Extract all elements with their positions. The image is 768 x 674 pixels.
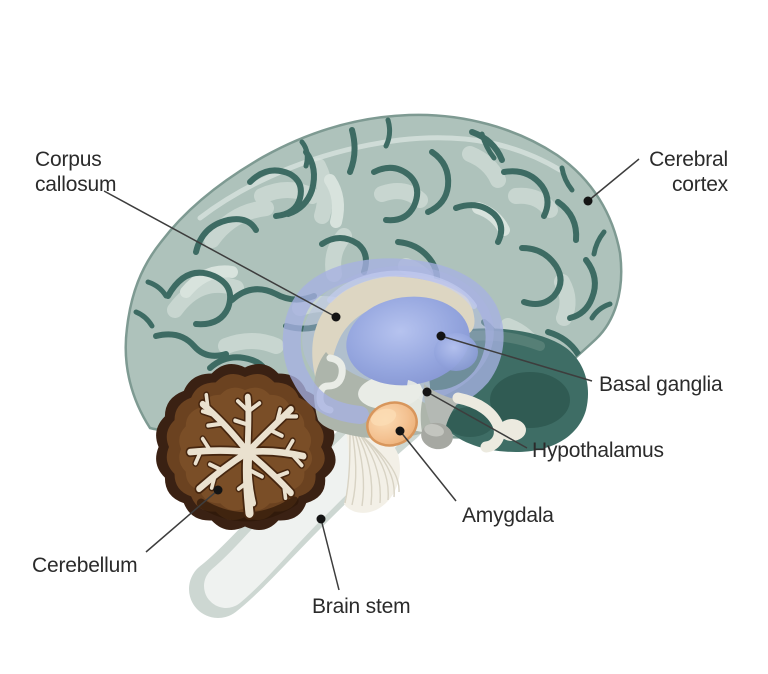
pons-shape [344,428,400,513]
limbic-ring [282,258,504,424]
leader-basal-ganglia [440,335,593,382]
leader-dots [213,196,593,524]
hypothalamus-shape [406,380,526,453]
label-cerebellum: Cerebellum [32,554,138,577]
amygdala-shape [366,401,418,447]
label-cerebral-cortex: Cerebral cortex [649,147,728,197]
leader-brain-stem [320,518,340,591]
leader-cerebellum [145,489,219,553]
label-corpus-callosum-line2: callosum [35,173,117,196]
pituitary-gland [421,422,453,450]
leader-corpus-callosum [103,190,337,318]
leader-hypothalamus [426,391,528,449]
label-cerebral-cortex-line1: Cerebral [649,148,728,171]
limbic-system [282,258,504,439]
label-cerebral-cortex-line2: cortex [672,173,728,196]
leader-lines [103,158,640,591]
label-corpus-callosum-line1: Corpus [35,148,102,171]
label-brain-stem: Brain stem [312,595,411,618]
leader-cerebral-cortex [587,158,640,202]
label-amygdala: Amygdala [462,504,554,527]
cerebellum-shape [156,363,336,531]
label-basal-ganglia: Basal ganglia [599,373,723,396]
label-hypothalamus: Hypothalamus [532,439,664,462]
leader-amygdala [399,430,457,502]
basal-ganglia-shape [346,296,478,386]
label-corpus-callosum: Corpus callosum [35,147,116,197]
